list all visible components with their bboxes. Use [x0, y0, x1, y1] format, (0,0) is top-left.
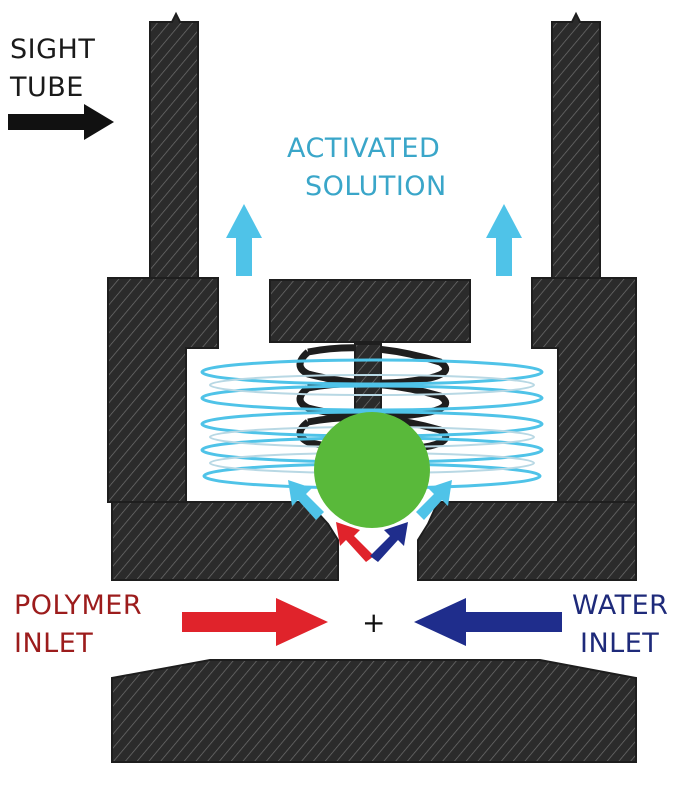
base-plate	[111, 659, 637, 763]
sight-tube-label-1: SIGHT	[10, 34, 95, 65]
sight-tube-right	[551, 11, 601, 279]
water-inlet-label-2: INLET	[580, 628, 659, 659]
water-inlet-label-1: WATER	[572, 590, 668, 621]
polymer-inlet-label-1: POLYMER	[14, 590, 142, 621]
mix-plus-sign: +	[362, 606, 385, 639]
sight-tube-arrow	[8, 104, 114, 140]
housing-left-wall	[107, 277, 219, 503]
activated-solution-label-2: SOLUTION	[305, 171, 447, 202]
activated-up-arrow-left	[226, 204, 262, 276]
blue-flow-arrow-small	[370, 522, 408, 562]
sight-tube-left	[149, 11, 199, 279]
check-ball	[314, 412, 430, 528]
sight-tube-label-2: TUBE	[9, 72, 84, 103]
activated-up-arrow-right	[486, 204, 522, 276]
housing-right-wall	[531, 277, 637, 503]
cyan-flow-arrow-left	[288, 480, 324, 520]
activated-solution-label-1: ACTIVATED	[287, 133, 440, 164]
housing-top-plate	[269, 279, 471, 343]
red-flow-arrow-small	[336, 522, 374, 562]
cyan-flow-arrow-right	[416, 480, 452, 520]
polymer-inlet-arrow	[182, 598, 328, 646]
water-inlet-arrow	[414, 598, 562, 646]
chamber-floor-left	[111, 501, 339, 581]
chamber-floor-right	[417, 501, 637, 581]
polymer-inlet-label-2: INLET	[14, 628, 93, 659]
